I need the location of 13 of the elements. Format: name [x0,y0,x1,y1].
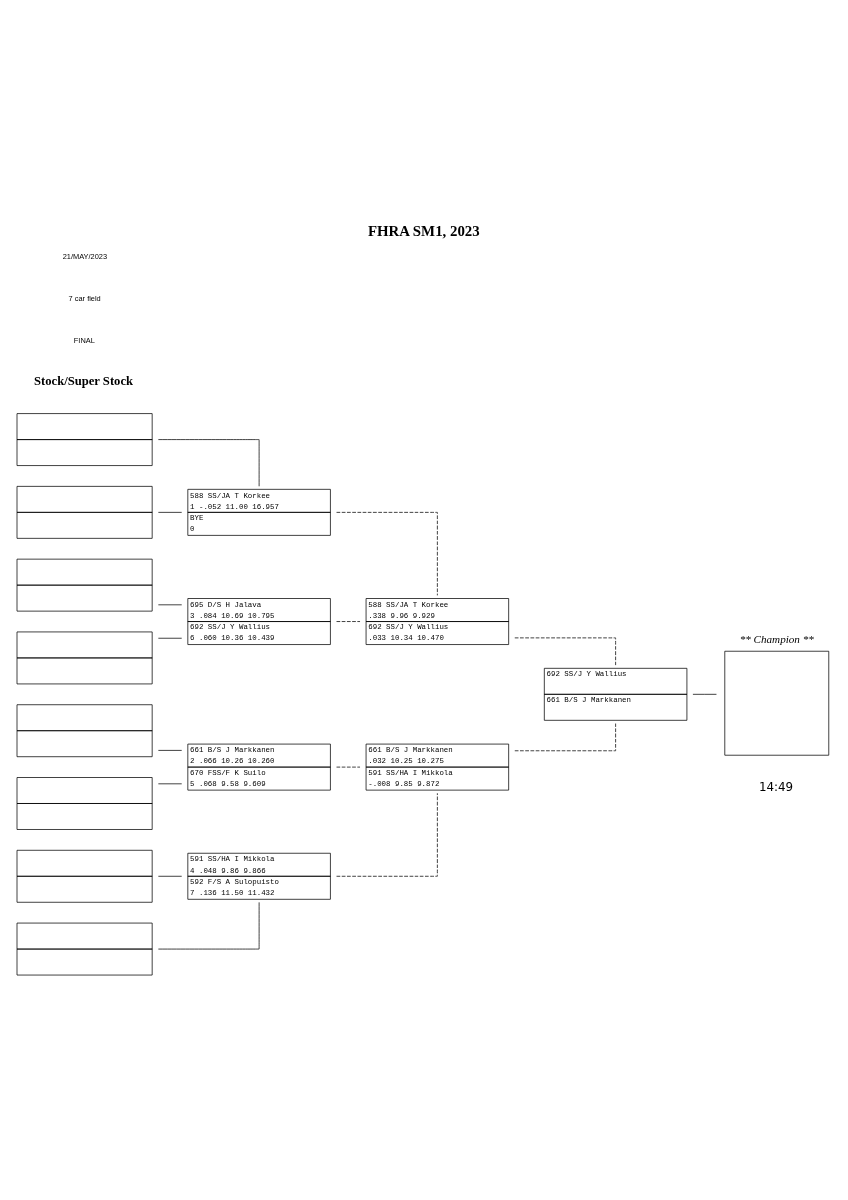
connector [158,439,260,487]
node-label: ** Champion ** [739,633,814,646]
label: FINAL [73,335,95,345]
label: 14:49 [758,780,794,795]
diagram-title: FHRA SM1, 2023 [367,223,480,240]
node-box [724,650,830,756]
label: 7 car field [68,294,101,304]
connector [514,723,616,752]
connector [514,637,616,666]
label: 21/MAY/2023 [62,252,108,262]
connector [336,621,361,622]
label: Stock/Super Stock [34,373,134,388]
connector [158,750,183,751]
